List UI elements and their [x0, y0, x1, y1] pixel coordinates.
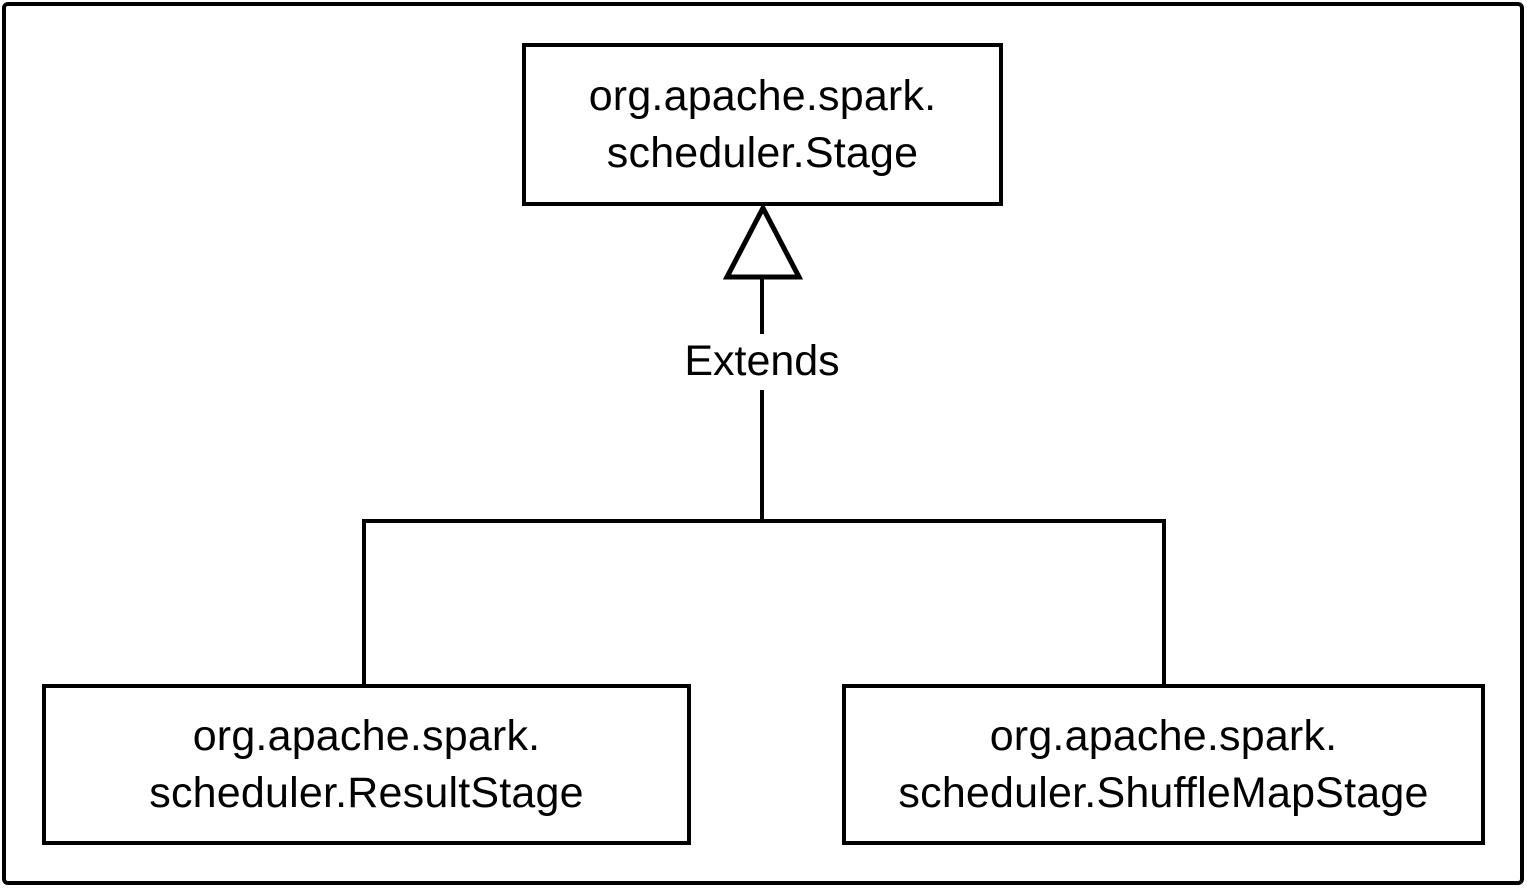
connector-stem-lower	[760, 390, 764, 523]
class-name-line: scheduler.ResultStage	[149, 768, 584, 817]
class-name-line: scheduler.Stage	[606, 128, 919, 177]
class-name-line: org.apache.spark.	[989, 711, 1338, 760]
extends-label: Extends	[612, 336, 912, 386]
connector-branch-right	[1162, 519, 1166, 688]
class-name-line: org.apache.spark.	[192, 711, 541, 760]
connector-horizontal-rail	[362, 519, 1166, 523]
connector-stem-upper	[760, 276, 764, 334]
class-node-stage: org.apache.spark. scheduler.Stage	[522, 43, 1003, 206]
class-node-shufflemapstage: org.apache.spark. scheduler.ShuffleMapSt…	[842, 684, 1485, 845]
class-name-line: org.apache.spark.	[588, 71, 937, 120]
class-node-resultstage: org.apache.spark. scheduler.ResultStage	[42, 684, 691, 845]
inheritance-arrow-icon	[723, 204, 803, 280]
class-name-line: scheduler.ShuffleMapStage	[898, 768, 1429, 817]
connector-branch-left	[362, 519, 366, 688]
